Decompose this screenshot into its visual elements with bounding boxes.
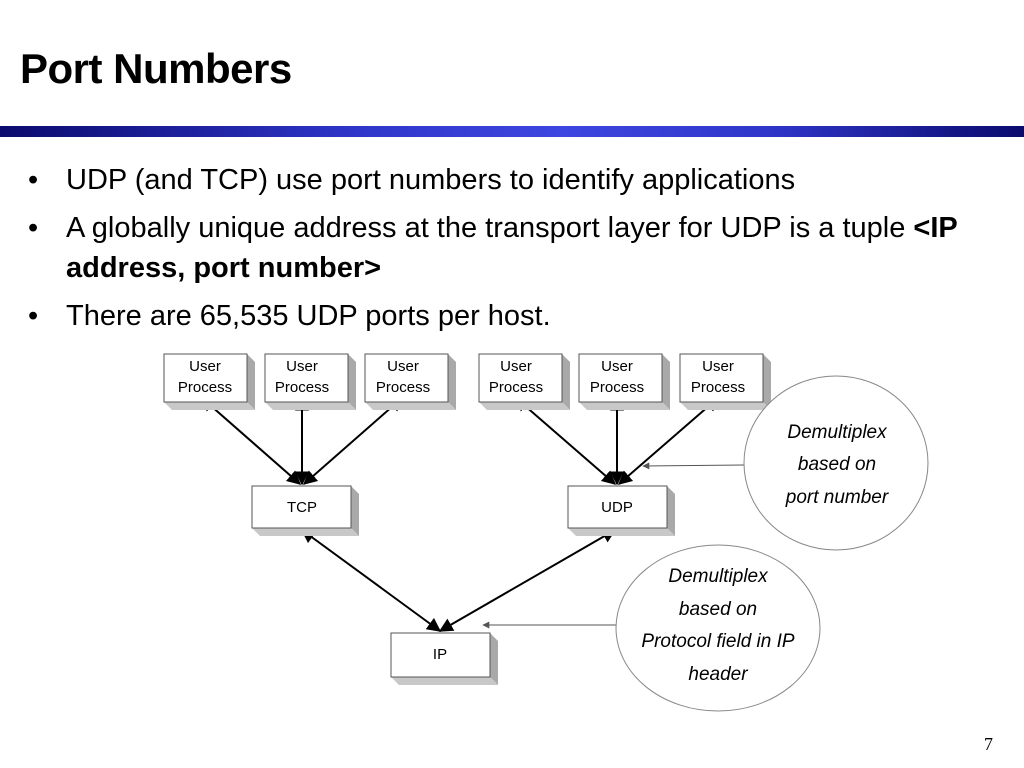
ip-box: IP — [390, 632, 498, 685]
bullet-text: UDP (and TCP) use port numbers to identi… — [66, 164, 796, 196]
process-box-line1: User — [601, 358, 633, 375]
bullet-dot-icon: • — [28, 212, 39, 244]
callout-line: Demultiplex — [668, 566, 769, 587]
bullet-item: • There are 65,535 UDP ports per host. — [28, 296, 988, 336]
callout-pointer — [642, 462, 745, 470]
bullet-list: • UDP (and TCP) use port numbers to iden… — [28, 160, 988, 344]
callout-protocol-field: Demultiplex based on Protocol field in I… — [482, 544, 821, 712]
process-box: User Process — [679, 353, 771, 410]
process-box-line1: User — [189, 358, 221, 375]
process-box-line2: Process — [691, 379, 745, 396]
process-box-group: User Process User Process User Process U… — [163, 353, 771, 410]
callout-line: Demultiplex — [787, 422, 888, 443]
bullet-bold-text: <IP address, port number> — [66, 212, 958, 284]
callout-line: Protocol field in IP — [641, 631, 794, 652]
arrow-tcp-ip — [300, 529, 442, 632]
tcp-label: TCP — [287, 499, 317, 516]
process-box-line2: Process — [590, 379, 644, 396]
process-box-line1: User — [286, 358, 318, 375]
process-box-line2: Process — [376, 379, 430, 396]
udp-box: UDP — [567, 485, 675, 536]
bullet-item: • A globally unique address at the trans… — [28, 208, 988, 288]
process-arrows — [200, 396, 720, 632]
page-number: 7 — [984, 734, 993, 754]
bullet-item: • UDP (and TCP) use port numbers to iden… — [28, 160, 988, 200]
arrow-p1-tcp — [200, 397, 302, 485]
process-box-line1: User — [387, 358, 419, 375]
bullet-text: There are 65,535 UDP ports per host. — [66, 300, 551, 332]
callout-line: port number — [785, 487, 889, 508]
arrow-p4-udp — [514, 397, 617, 485]
bullet-dot-icon: • — [28, 164, 39, 196]
process-box-line2: Process — [489, 379, 543, 396]
process-box: User Process — [163, 353, 255, 410]
ip-label: IP — [433, 646, 447, 663]
callout-port-number: Demultiplex based on port number — [642, 375, 929, 551]
bullet-dot-icon: • — [28, 300, 39, 332]
process-box: User Process — [478, 353, 570, 410]
arrow-p6-udp — [617, 397, 720, 485]
callout-line: based on — [679, 599, 757, 620]
tcp-box: TCP — [251, 485, 359, 536]
process-box: User Process — [264, 353, 356, 410]
arrow-p3-tcp — [302, 397, 404, 485]
arrow-udp-ip — [438, 529, 617, 632]
udp-label: UDP — [601, 499, 633, 516]
process-box-line2: Process — [178, 379, 232, 396]
bullet-text: A globally unique address at the transpo… — [66, 212, 914, 244]
process-box-line1: User — [500, 358, 532, 375]
callout-line: header — [688, 664, 748, 685]
process-box-line1: User — [702, 358, 734, 375]
process-box: User Process — [364, 353, 456, 410]
process-box: User Process — [578, 353, 670, 410]
title-underline-bar — [0, 126, 1024, 137]
slide-title: Port Numbers — [20, 45, 292, 92]
process-box-line2: Process — [275, 379, 329, 396]
callout-line: based on — [798, 454, 876, 475]
